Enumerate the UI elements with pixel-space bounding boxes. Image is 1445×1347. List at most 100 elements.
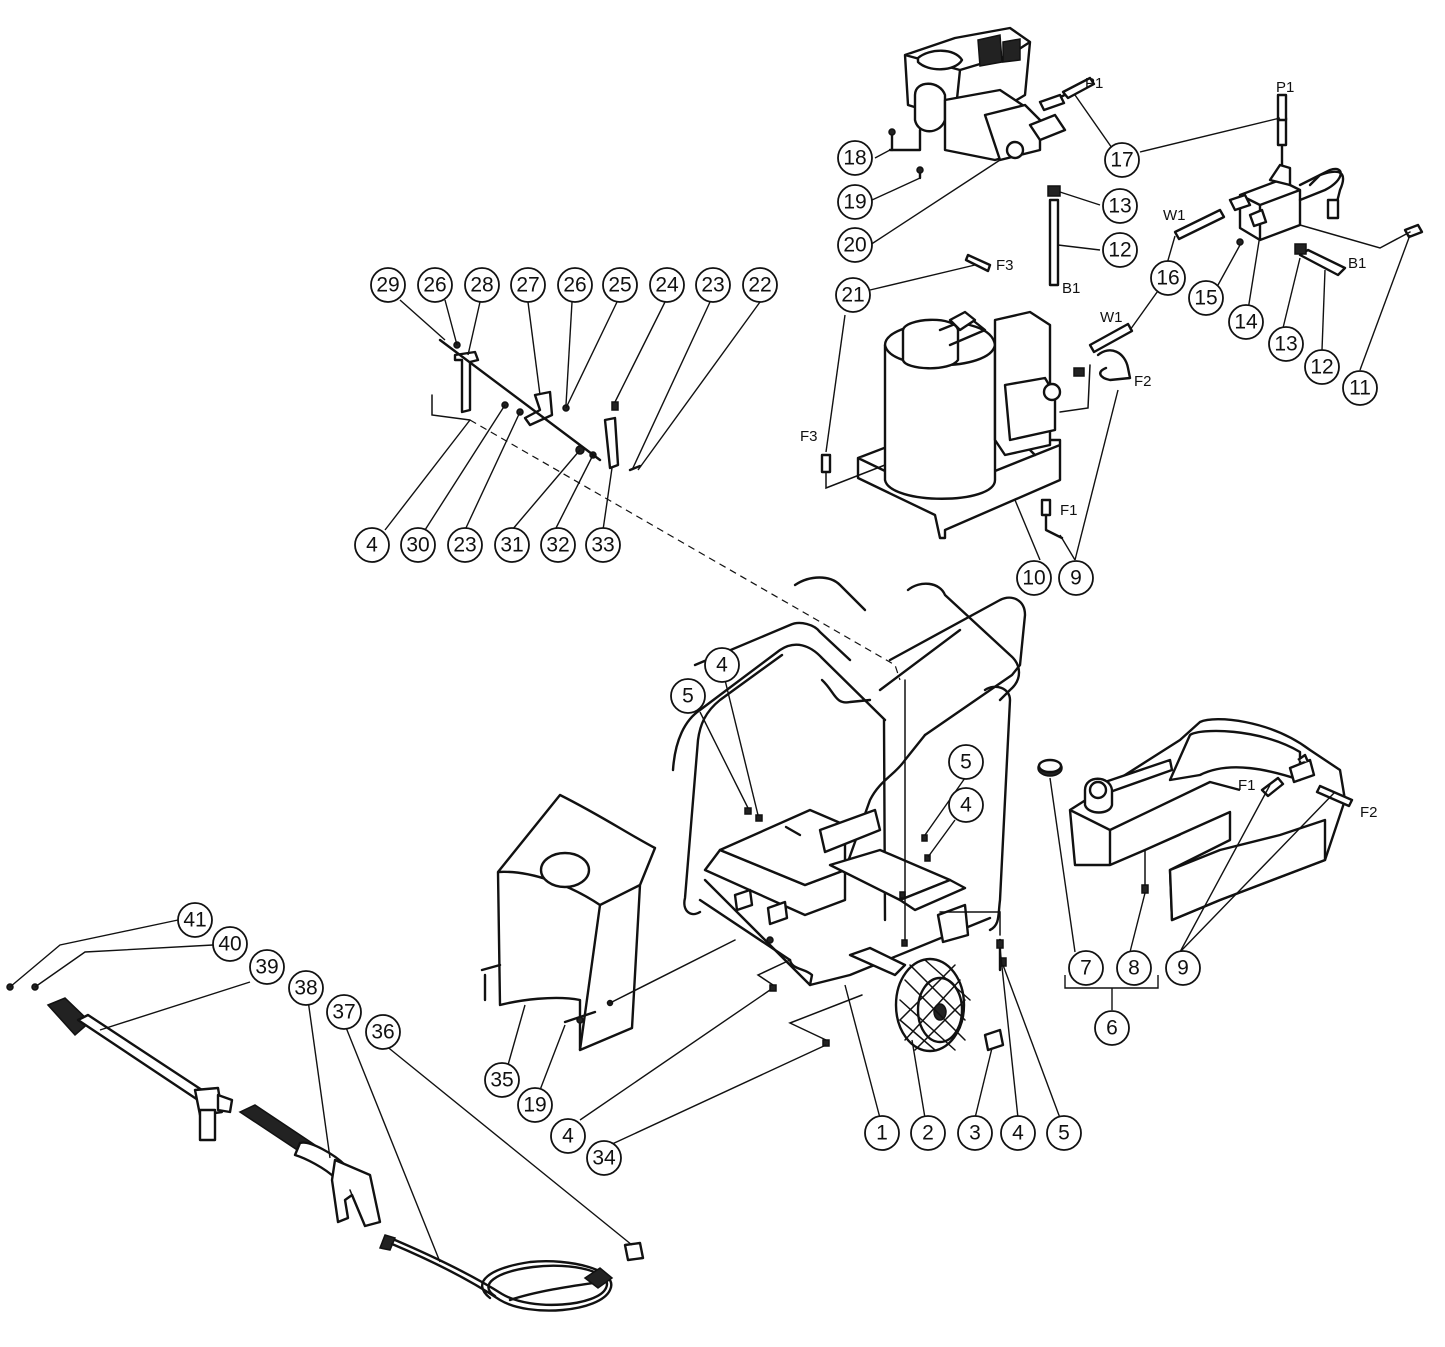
svg-text:26: 26	[563, 274, 586, 297]
tag-label: B1	[1062, 280, 1080, 297]
callout-bubble: 27	[510, 267, 546, 303]
callout-bubble: 26	[557, 267, 593, 303]
callout-bubble: 10	[1016, 560, 1052, 596]
svg-text:9: 9	[1177, 957, 1189, 980]
bracket-assembly-left	[431, 338, 642, 472]
callout-bubble: 35	[484, 1062, 520, 1098]
bracket-hardware-icon	[888, 128, 924, 180]
fuel-line-f3-top	[964, 253, 992, 273]
callout-bubble: 2	[910, 1115, 946, 1151]
svg-text:19: 19	[523, 1094, 546, 1117]
svg-text:12: 12	[1310, 356, 1333, 379]
callout-bubble: 9	[1165, 950, 1201, 986]
callout-bubble: 12	[1102, 232, 1138, 268]
svg-text:37: 37	[332, 1001, 355, 1024]
spray-wand-icon	[46, 997, 234, 1142]
svg-text:4: 4	[366, 534, 378, 557]
svg-text:23: 23	[701, 274, 724, 297]
svg-text:3: 3	[969, 1122, 981, 1145]
callout-bubble: 16	[1150, 260, 1186, 296]
callout-bubble: 7	[1068, 950, 1104, 986]
callout-bubble: 12	[1304, 349, 1340, 385]
callout-bubbles: 29 26 28 27 26 25 24 23 22 4 30 23 31 32…	[177, 140, 1378, 1176]
tag-label: W1	[1100, 309, 1123, 326]
callout-bubble: 6	[1094, 1010, 1130, 1046]
callout-bubble: 4	[354, 527, 390, 563]
dashed-link-bracket-to-frame	[469, 419, 901, 681]
fitting-13-top	[1047, 185, 1061, 197]
callout-bubble: 39	[249, 949, 285, 985]
cart-frame-icon	[671, 576, 1027, 987]
fuel-line-f2-tank	[1315, 784, 1354, 808]
svg-text:1: 1	[876, 1122, 888, 1145]
fuel-cap-7-rim	[1037, 758, 1063, 774]
dashed-link-16	[1059, 364, 1091, 413]
svg-text:12: 12	[1108, 239, 1131, 262]
svg-text:21: 21	[841, 284, 864, 307]
svg-text:15: 15	[1194, 287, 1217, 310]
trigger-gun-icon	[238, 1104, 382, 1228]
svg-text:36: 36	[371, 1021, 394, 1044]
svg-text:28: 28	[470, 274, 493, 297]
callout-bubble: 14	[1228, 304, 1264, 340]
pressure-line-p1-right	[1276, 93, 1288, 122]
pressure-line-p1-top	[1061, 76, 1096, 100]
svg-text:26: 26	[423, 274, 446, 297]
svg-text:13: 13	[1108, 195, 1131, 218]
tag-label: F1	[1060, 502, 1078, 519]
svg-text:33: 33	[591, 534, 614, 557]
bolt-4-center	[769, 984, 777, 992]
callout-bubble: 26	[417, 267, 453, 303]
callout-bubble: 28	[464, 267, 500, 303]
callout-bubble: 24	[649, 267, 685, 303]
svg-text:7: 7	[1080, 957, 1092, 980]
callout-bubble: 38	[288, 970, 324, 1006]
callout-bubble: 23	[447, 527, 483, 563]
tag-label: P1	[1276, 79, 1294, 96]
svg-text:32: 32	[546, 534, 569, 557]
callout-bubble: 41	[177, 902, 213, 938]
callout-bubble: 31	[494, 527, 530, 563]
callout-bubble: 19	[517, 1087, 553, 1123]
callout-bubble: 21	[835, 277, 871, 313]
callout-bubble: 4	[704, 647, 740, 683]
callout-bubble: 13	[1268, 326, 1304, 362]
svg-text:5: 5	[682, 685, 694, 708]
tag-label: P1	[1085, 75, 1103, 92]
callout-bubble: 30	[400, 527, 436, 563]
tag-label: W1	[1163, 207, 1186, 224]
svg-text:19: 19	[843, 191, 866, 214]
svg-text:40: 40	[218, 933, 241, 956]
dashed-link-4-center	[756, 959, 791, 986]
dashed-link-wheel	[939, 911, 1001, 936]
tag-label: F3	[800, 428, 818, 445]
svg-text:5: 5	[960, 751, 972, 774]
svg-text:8: 8	[1128, 957, 1140, 980]
wheel-icon	[894, 957, 1005, 1053]
svg-text:25: 25	[608, 274, 631, 297]
unloader-valve-assembly-icon	[1228, 116, 1345, 242]
svg-text:22: 22	[748, 274, 771, 297]
svg-text:31: 31	[500, 534, 523, 557]
engine-pump-assembly-icon	[903, 26, 1092, 162]
svg-text:4: 4	[716, 654, 728, 677]
bolt-4-right	[996, 939, 1004, 949]
svg-text:24: 24	[655, 274, 679, 297]
callout-bubble: 19	[837, 184, 873, 220]
tag-label: F2	[1360, 804, 1378, 821]
callout-bubble: 18	[837, 140, 873, 176]
callout-bubble: 22	[742, 267, 778, 303]
svg-text:4: 4	[1012, 1122, 1024, 1145]
tag-labels: P1 P1 W1 B1 F3 B1 W1 F2 F3 F1 F1 F2	[800, 75, 1378, 821]
callout-bubble: 20	[837, 227, 873, 263]
svg-text:6: 6	[1106, 1017, 1118, 1040]
svg-text:41: 41	[183, 909, 206, 932]
dashed-link-34	[788, 994, 863, 1041]
tag-label: F3	[996, 257, 1014, 274]
pressure-hose-icon	[378, 1234, 645, 1312]
svg-text:9: 9	[1070, 567, 1082, 590]
svg-text:17: 17	[1110, 149, 1133, 172]
callout-bubble: 40	[212, 926, 248, 962]
svg-text:10: 10	[1022, 567, 1045, 590]
